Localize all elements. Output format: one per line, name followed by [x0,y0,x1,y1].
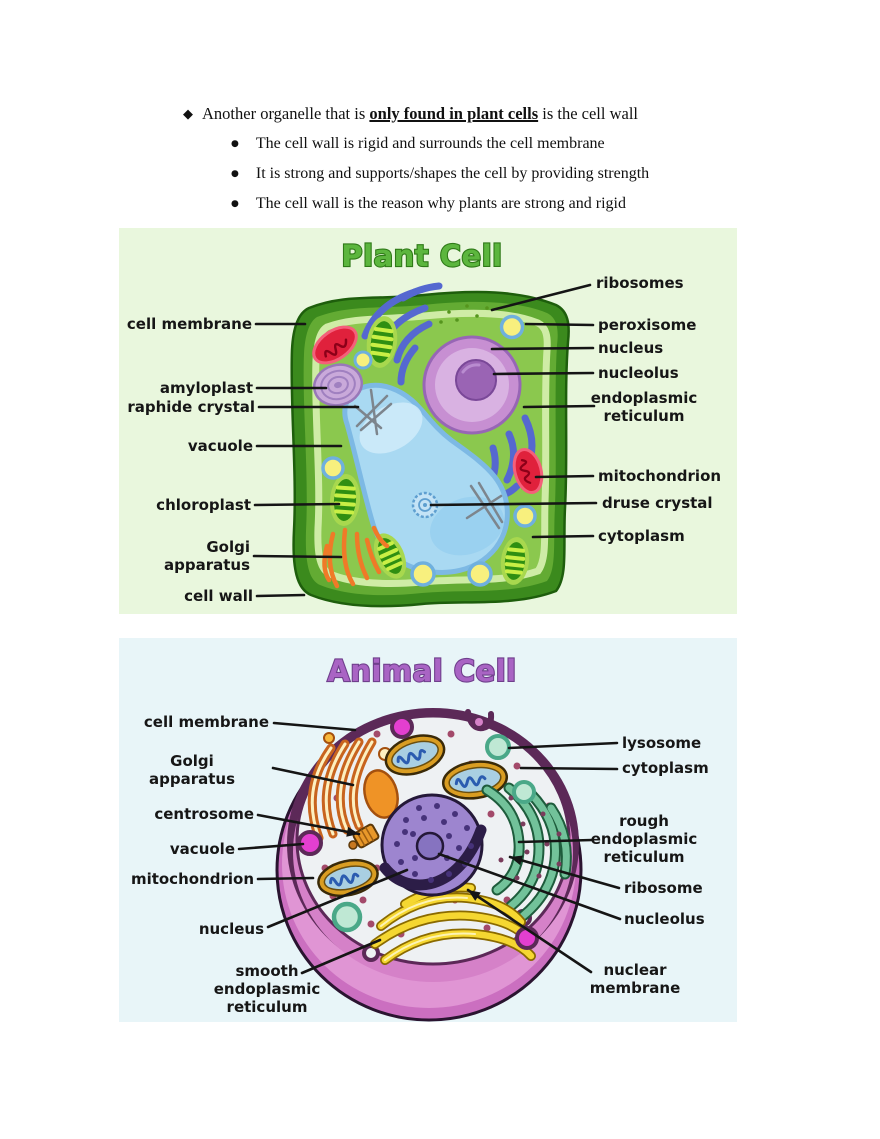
animal-nuclear-membrane-arrowhead [468,890,481,901]
animal-rough-er-pointer [517,838,594,844]
note-bullet-1: ● The cell wall is rigid and surrounds t… [231,134,605,154]
plant-labels: Plant Cell cell membrane amyloplastraphide… [127,238,721,605]
animal-vacuole-pointer [237,842,305,851]
plant-amyloplast-label: amyloplast [160,379,253,397]
nucleus-shape [379,793,487,897]
note-line-1-text: Another organelle that is only found in … [202,104,638,124]
plant-ribosomes-pointer [490,283,592,312]
animal-ribosome-arrowhead [510,855,523,866]
plant-druse-crystal-pointer [429,501,598,507]
animal-cytoplasm-pointer [519,766,619,771]
animal-centrosome-label: centrosome [154,805,254,823]
plant-chloroplast-label: chloroplast [156,496,251,514]
animal-centrosome-pointer [256,813,361,836]
plant-title: Plant Cell [341,239,502,273]
dot-bullet-icon: ● [231,139,239,149]
plant-vacuole-label: vacuole [188,437,253,455]
note-bullet-2-text: It is strong and supports/shapes the cel… [255,165,650,182]
note-line-1: ◆ Another organelle that is only found i… [183,104,638,124]
plant-cytoplasm-pointer [531,534,595,539]
plant-nucleus-pointer [490,346,595,351]
plant-nucleolus-pointer [492,371,595,376]
animal-nuclear-membrane-pointer [466,888,593,974]
animal-cell-membrane-label: cell membrane [144,713,269,731]
mitochondrion-shape [512,447,544,495]
golgi-apparatus-shape [322,525,390,589]
golgi-apparatus-shape [307,732,399,849]
animal-mitochondrion-label: mitochondrion [131,870,254,888]
plant-nucleus-label: nucleus [598,339,663,357]
mitochondrion-shape [384,734,446,776]
animal-nucleus-label: nucleus [199,920,264,938]
diamond-bullet-icon: ◆ [183,107,193,122]
nucleus-shape [422,335,522,435]
plant-chloroplast-pointer [253,502,341,507]
plant-cell-wall-label: cell wall [184,587,253,605]
plant-cell-illustration [290,282,570,608]
raphide-crystal-shape [353,388,504,530]
plant-endoplasmic-reticulum-pointer [522,404,596,409]
chloroplast-shape [366,316,398,368]
dot-bullet-icon: ● [231,199,239,209]
dot-bullet-icon: ● [231,169,239,179]
plant-cell-wall-pointer [255,593,306,598]
animal-centrosome-arrowhead [346,826,359,837]
plant-cell-membrane-label: cell membrane [127,315,252,333]
mitochondrion-shape [312,325,358,365]
animal-mitochondrion-pointer [256,876,315,881]
animal-nucleolus-label: nucleolus [624,910,705,928]
plant-cytoplasm-label: cytoplasm [598,527,685,545]
animal-lysosome-label: lysosome [622,734,701,752]
endoplasmic-reticulum-shape [361,282,536,500]
amyloplast-shape [312,363,364,407]
note-bullet-1-text: The cell wall is rigid and surrounds the… [255,135,605,152]
membrane-notch [465,709,495,732]
lysosome-shape [331,734,536,933]
note-line-1-emphasis: only found in plant cells [369,104,539,123]
plant-mitochondrion-label: mitochondrion [598,467,721,485]
note-line-1-suffix: is the cell wall [538,104,639,123]
animal-golgi-apparatus-pointer [271,766,355,787]
note-bullet-2: ● It is strong and supports/shapes the c… [231,164,649,184]
animal-nucleolus-pointer [437,852,622,921]
animal-lysosome-pointer [507,741,619,750]
plant-cell-diagram: Plant Cell cell membrane amyloplastraphide… [119,228,737,614]
chloroplast-shape [500,537,530,585]
animal-nucleus-pointer [266,868,409,929]
note-bullet-3: ● The cell wall is the reason why plants… [231,194,626,214]
animal-cell-membrane-pointer [272,721,357,732]
plant-peroxisome-label: peroxisome [598,316,696,334]
plant-golgi-apparatus-pointer [252,554,343,559]
plant-nucleolus-label: nucleolus [598,364,679,382]
chloroplast-shape [329,474,361,526]
note-bullet-3-text: The cell wall is the reason why plants a… [255,195,626,212]
animal-smooth-er-pointer [300,938,382,975]
plant-peroxisome-pointer [524,322,595,327]
plant-mitochondrion-pointer [534,474,595,479]
peroxisome-shape [321,314,537,587]
note-line-1-prefix: Another organelle that is [202,104,370,123]
animal-title: Animal Cell [327,654,516,688]
plant-raphide-crystal-label: raphide crystal [127,398,255,416]
animal-vacuole-label: vacuole [170,840,235,858]
plant-ribosomes-label: ribosomes [596,274,684,292]
animal-ribosome-pointer [508,855,621,890]
plant-druse-crystal-label: druse crystal [602,494,713,512]
animal-cytoplasm-label: cytoplasm [622,759,709,777]
animal-ribosome-label: ribosome [624,879,703,897]
